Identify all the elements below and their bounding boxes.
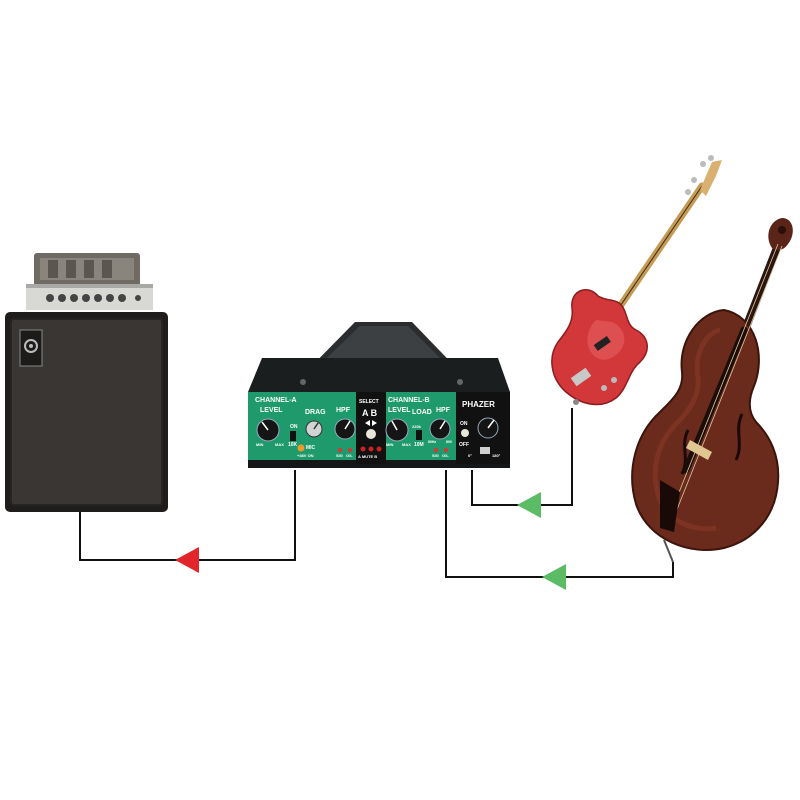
input-arrow-green-upright — [542, 564, 566, 590]
upright-bass-f-hole-right — [734, 413, 744, 461]
deg0-label: 0° — [468, 453, 472, 458]
upright-bass-scroll — [768, 218, 793, 251]
max-b-label: MAX — [402, 442, 411, 447]
ol-a-label: O/L — [346, 453, 353, 458]
phantom-label: +48V ON — [297, 453, 314, 458]
k220-label: 220k — [412, 424, 422, 429]
off-label: OFF — [459, 442, 469, 448]
upright-bass-strings — [667, 243, 783, 523]
channel-a-label: CHANNEL-A — [255, 397, 297, 404]
ol-b-led — [444, 448, 448, 452]
pedal-chassis-top — [248, 358, 510, 392]
hpf-b-label: HPF — [436, 407, 451, 414]
mute-label: A MUTE B — [358, 454, 377, 459]
on-a-label: ON — [290, 424, 298, 430]
select-left-arrow-icon — [365, 420, 370, 426]
electric-bass-headstock — [700, 160, 722, 196]
di-pedal: CHANNEL-A LEVEL DRAG HPF ON 10K MIN MAX … — [248, 322, 510, 468]
amp-head-knobs — [46, 294, 141, 302]
electric-bass-bridge — [570, 367, 592, 387]
electric-bass — [551, 155, 722, 406]
amp-grille — [11, 319, 162, 505]
sig-a-label: SIG — [336, 453, 343, 458]
output-arrow-red — [175, 547, 199, 573]
hpf-a-label: HPF — [336, 407, 351, 414]
mic-led — [297, 444, 305, 452]
input-arrow-green-electric — [517, 492, 541, 518]
phazer-label: PHAZER — [462, 400, 495, 409]
min-a-label: MIN — [256, 442, 263, 447]
channel-b-label: CHANNEL-B — [388, 397, 430, 404]
mute-a-led — [360, 446, 366, 452]
k10-b-label: 10M — [414, 442, 424, 448]
k10-a-label: 10K — [288, 442, 298, 448]
bass-amp — [5, 253, 168, 512]
upright-bass-bridge — [686, 440, 712, 460]
deg180-label: 180° — [492, 453, 501, 458]
load-label: LOAD — [412, 409, 432, 416]
select-section — [356, 392, 386, 464]
upright-bass-endpin — [663, 539, 674, 563]
mic-label: MIC — [306, 445, 316, 451]
sig-b-led — [434, 448, 438, 452]
sig-a-led — [338, 448, 342, 452]
hz800-label: 800 — [446, 440, 452, 444]
select-ab-label: A B — [362, 408, 378, 418]
upright-bass-tailpiece — [660, 480, 680, 532]
mute-b-led — [376, 446, 382, 452]
phase-switch[interactable] — [480, 447, 490, 454]
electric-bass-pickup — [593, 335, 611, 351]
on-a-switch[interactable] — [290, 431, 296, 441]
min-b-label: MIN — [386, 442, 393, 447]
select-label: SELECT — [359, 399, 379, 405]
electric-bass-jack — [573, 399, 579, 405]
phazer-footswitch[interactable] — [461, 429, 469, 437]
hz80-label: 80Hz — [428, 440, 436, 444]
sig-b-label: SIG — [432, 453, 439, 458]
select-right-arrow-icon — [372, 420, 377, 426]
load-switch[interactable] — [416, 430, 422, 440]
level-b-label: LEVEL — [388, 407, 411, 414]
upright-bass — [631, 218, 793, 563]
level-a-label: LEVEL — [260, 407, 283, 414]
on-b-label: ON — [460, 421, 468, 427]
max-a-label: MAX — [275, 442, 284, 447]
drag-label: DRAG — [305, 409, 326, 416]
ol-a-led — [348, 448, 352, 452]
select-footswitch[interactable] — [366, 429, 376, 439]
mute-center-led — [368, 446, 374, 452]
amp-logo-icon — [24, 339, 38, 353]
ol-b-label: O/L — [442, 453, 449, 458]
